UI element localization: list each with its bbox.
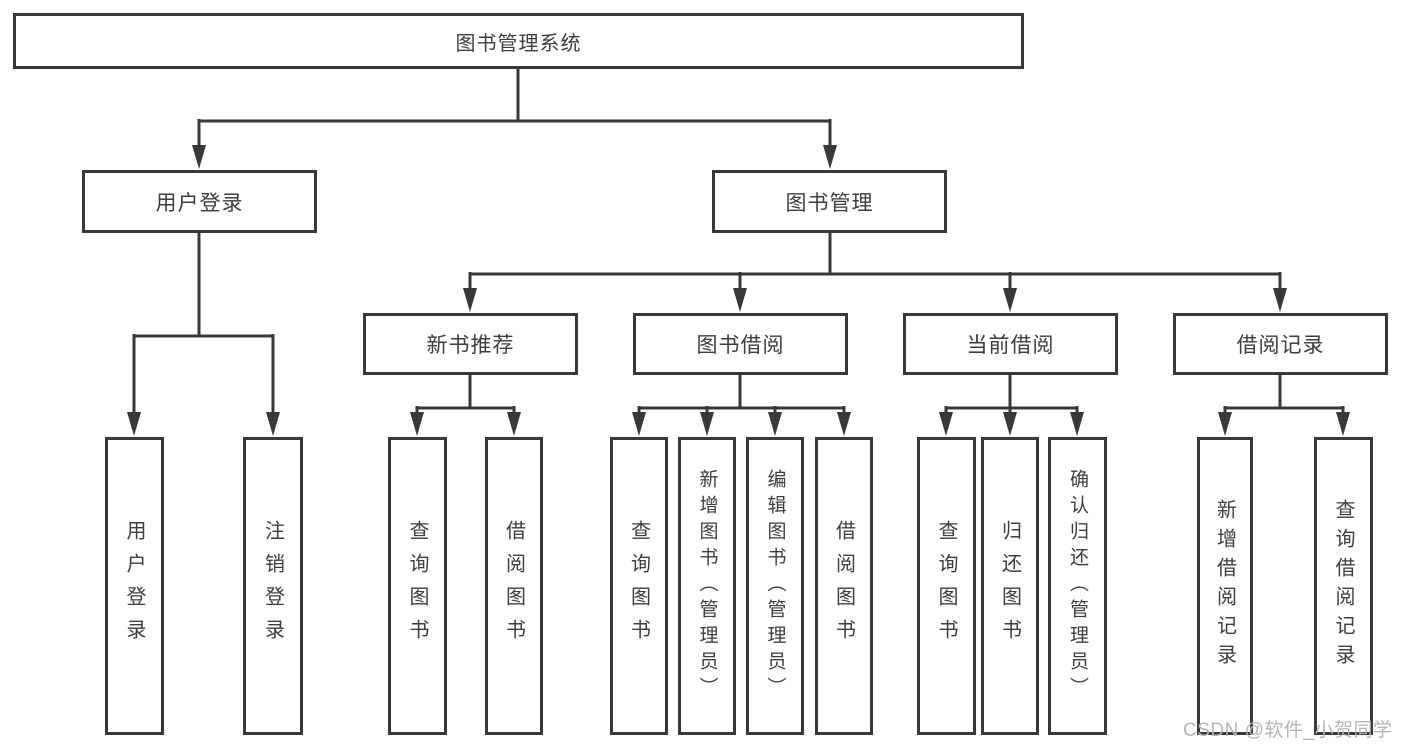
leaf-user-login: 用户登录 bbox=[105, 437, 164, 735]
node-book-borrow: 图书借阅 bbox=[633, 313, 848, 375]
leaf-rec-borrow-books: 借阅图书 bbox=[485, 437, 543, 735]
leaf-borrow-query-books: 查询图书 bbox=[610, 437, 668, 735]
leaf-borrow-edit-books-admin: 编辑图书（管理员） bbox=[746, 437, 804, 735]
node-user-login: 用户登录 bbox=[82, 170, 317, 233]
leaf-borrow-borrow-books: 借阅图书 bbox=[815, 437, 873, 735]
leaf-borrow-add-books-admin: 新增图书（管理员） bbox=[678, 437, 736, 735]
node-borrow-records: 借阅记录 bbox=[1173, 313, 1388, 375]
leaf-current-return-books: 归还图书 bbox=[981, 437, 1039, 735]
leaf-rec-query-books: 查询图书 bbox=[388, 437, 447, 735]
connector-rec-to-leaves bbox=[410, 375, 521, 436]
leaf-records-query-record: 查询借阅记录 bbox=[1314, 437, 1373, 735]
leaf-records-add-record: 新增借阅记录 bbox=[1197, 437, 1253, 735]
leaf-current-confirm-return-admin: 确认归还（管理员） bbox=[1048, 437, 1107, 735]
csdn-watermark: CSDN @软件_小贺同学 bbox=[1183, 720, 1393, 741]
node-current-borrow: 当前借阅 bbox=[903, 313, 1118, 375]
leaf-logout: 注销登录 bbox=[243, 437, 303, 735]
connector-records-to-leaves bbox=[1218, 375, 1350, 436]
connector-mgmt-to-level3 bbox=[463, 233, 1287, 312]
connector-current-to-leaves bbox=[939, 375, 1084, 436]
leaf-current-query-books: 查询图书 bbox=[917, 437, 976, 735]
node-new-book-recommend: 新书推荐 bbox=[363, 313, 578, 375]
node-book-management: 图书管理 bbox=[712, 170, 947, 233]
connector-login-to-leaves bbox=[127, 233, 280, 436]
node-root: 图书管理系统 bbox=[13, 13, 1024, 69]
connector-borrow-to-leaves bbox=[632, 375, 851, 436]
connector-root-to-level2 bbox=[192, 69, 837, 169]
